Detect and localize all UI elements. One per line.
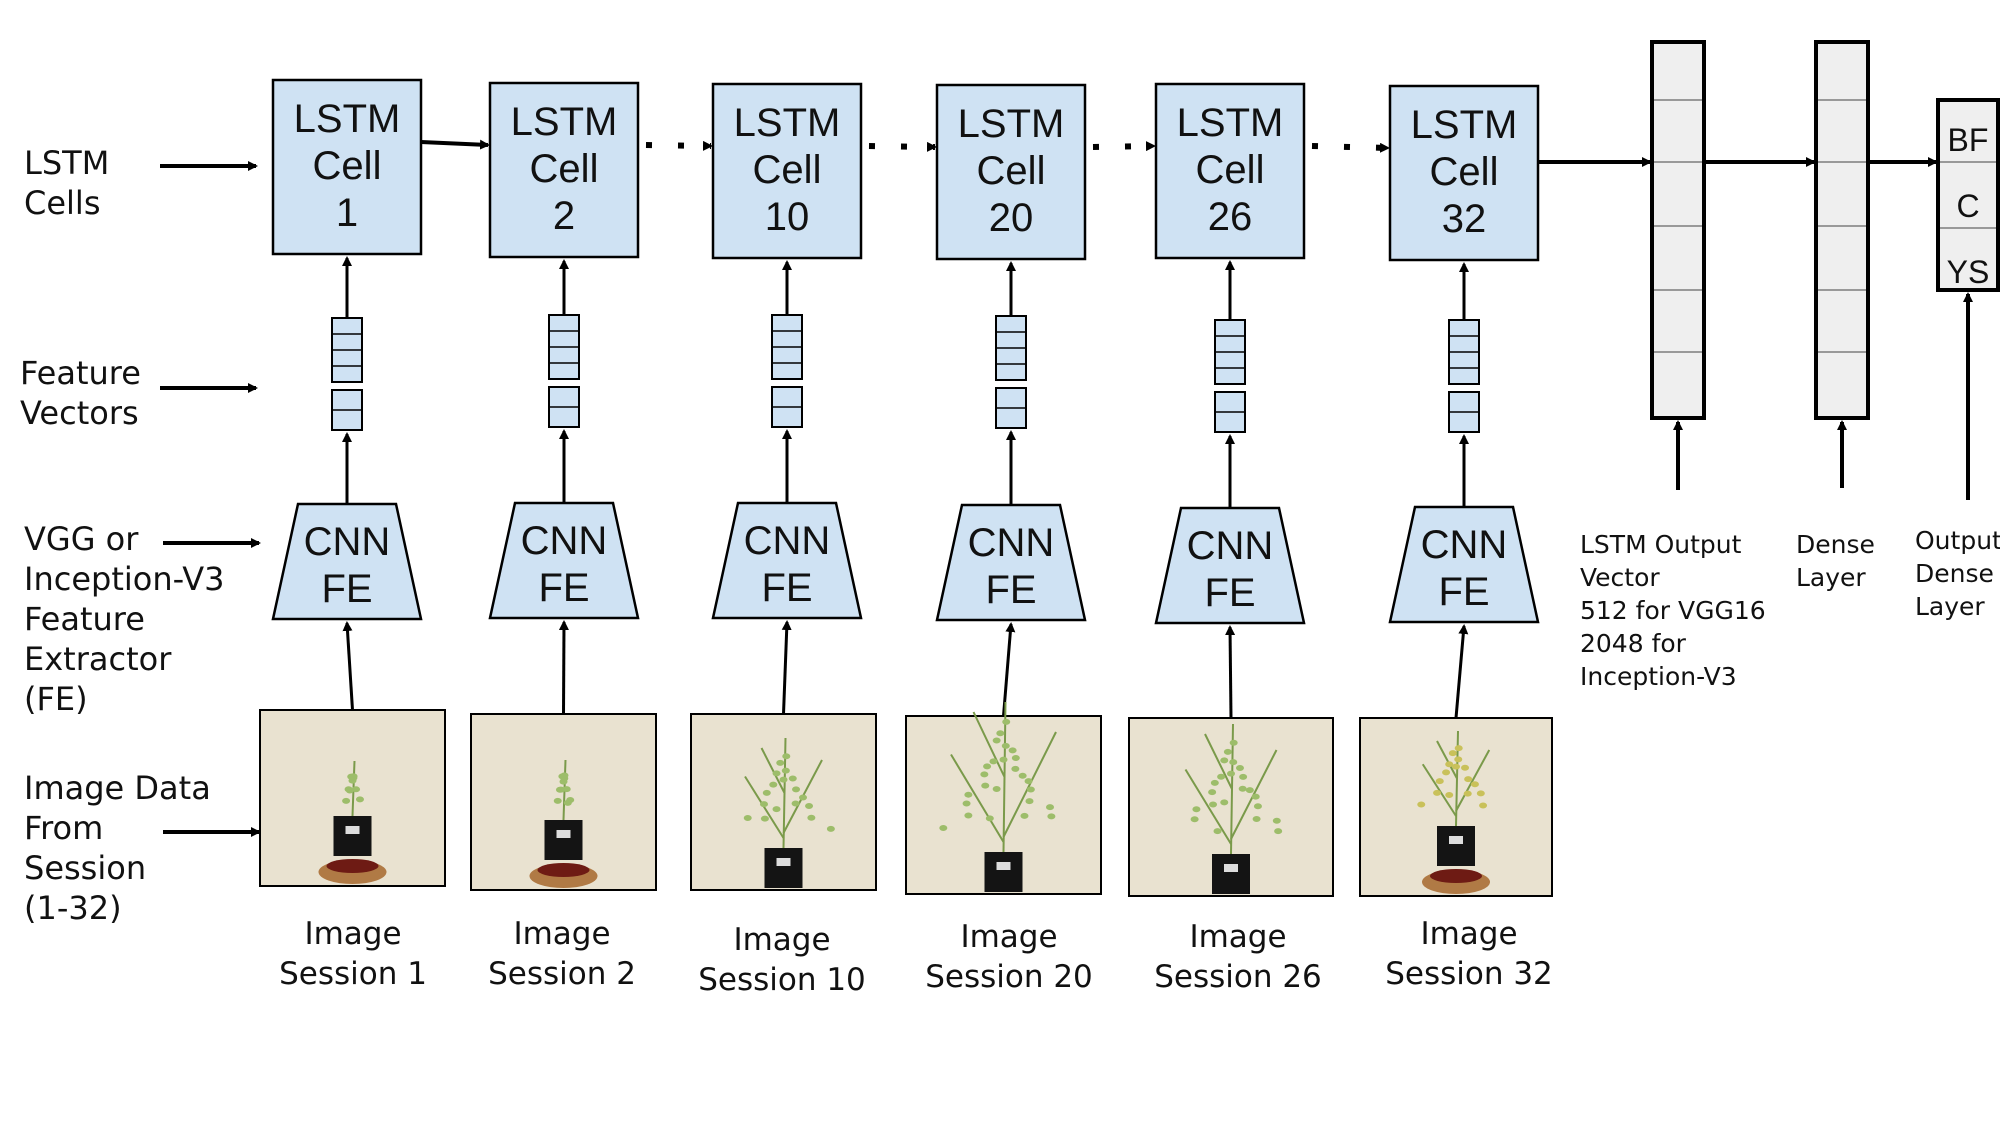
feature-vector — [1214, 319, 1246, 433]
arrow-image-to-cnn — [781, 620, 792, 715]
lstm-cell-label: Cell — [977, 149, 1046, 193]
session-caption: Image Session 20 — [925, 919, 1093, 995]
session-caption: Image Session 1 — [279, 916, 427, 992]
cnn-label: CNN — [968, 521, 1055, 565]
cnn-feature-extractor — [1388, 505, 1540, 624]
row-label-feature-vectors: Feature Vectors — [20, 354, 141, 432]
cnn-label: FE — [1438, 570, 1489, 614]
cnn-label: CNN — [744, 519, 831, 563]
lstm-cell-label: 1 — [336, 191, 358, 235]
lstm-cell-box — [935, 83, 1087, 261]
cnn-feature-extractor — [1154, 506, 1306, 625]
dotted-arrow-cell-to-cell — [868, 141, 937, 152]
lstm-cell-label: LSTM — [1177, 101, 1284, 145]
plant-image — [905, 701, 1102, 895]
lstm-cell-label: 26 — [1208, 195, 1253, 239]
cnn-feature-extractor — [711, 501, 863, 620]
lstm-cell-label: 20 — [989, 196, 1034, 240]
arrow-image-to-cnn — [1225, 625, 1236, 719]
lstm-cell-label: LSTM — [511, 100, 618, 144]
cnn-label: FE — [761, 566, 812, 610]
lstm-cell-label: Cell — [1430, 150, 1499, 194]
output-dense-layer: BF C YS — [1936, 98, 2000, 292]
arrow-image-to-cnn — [1454, 624, 1469, 719]
dotted-arrow-cell-to-cell — [645, 140, 713, 151]
output-class-label: BF — [1948, 122, 1989, 158]
lstm-cell-label: Cell — [530, 147, 599, 191]
lstm-cell-label: LSTM — [734, 101, 841, 145]
lstm-cell-label: 32 — [1442, 197, 1487, 241]
cnn-label: FE — [985, 568, 1036, 612]
lstm-cell-label: Cell — [313, 144, 382, 188]
dotted-arrow-cell-to-cell — [1311, 142, 1390, 153]
row-label-image-data: Image Data From Session (1-32) — [24, 769, 211, 927]
session-caption: Image Session 10 — [698, 922, 866, 998]
output-dense-layer-label: Output Dense Layer — [1915, 526, 2000, 621]
cnn-label: CNN — [1421, 523, 1508, 567]
cnn-feature-extractor — [935, 503, 1087, 622]
lstm-cell-box — [711, 82, 863, 260]
lstm-cell-box — [271, 78, 423, 256]
dense-layer-label: Dense Layer — [1796, 530, 1875, 592]
feature-vector — [331, 317, 363, 431]
session-caption: Image Session 26 — [1154, 919, 1322, 995]
arrow-image-to-cnn — [1002, 622, 1016, 717]
dense-layer-vector — [1814, 40, 1870, 420]
dotted-arrow-cell-to-cell — [1092, 141, 1156, 152]
cnn-feature-extractor — [488, 501, 640, 620]
lstm-cell-label: 10 — [765, 195, 810, 239]
arrow-image-to-cnn — [342, 621, 354, 711]
plant-image — [259, 709, 446, 887]
lstm-cell-box — [1388, 84, 1540, 262]
cnn-label: FE — [1204, 571, 1255, 615]
cnn-label: CNN — [521, 519, 608, 563]
lstm-cell-label: LSTM — [294, 97, 401, 141]
lstm-cell-label: LSTM — [958, 102, 1065, 146]
feature-vector — [995, 315, 1027, 429]
cnn-feature-extractor — [271, 502, 423, 621]
lstm-output-vector — [1650, 40, 1706, 420]
lstm-cell-box — [488, 81, 640, 259]
output-class-label: C — [1956, 188, 1979, 224]
lstm-cell-label: Cell — [753, 148, 822, 192]
session-caption: Image Session 32 — [1385, 916, 1553, 992]
row-label-feature-extractor: VGG or Inception-V3 Feature Extractor (F… — [24, 520, 225, 718]
cnn-label: FE — [538, 566, 589, 610]
plant-image — [1128, 717, 1334, 897]
lstm-cell-label: Cell — [1196, 148, 1265, 192]
plant-image — [690, 713, 877, 891]
output-class-label: YS — [1947, 254, 1990, 290]
plant-image — [1359, 717, 1553, 897]
feature-vector — [548, 314, 580, 428]
session-caption: Image Session 2 — [488, 916, 636, 992]
cnn-label: CNN — [1187, 524, 1274, 568]
arrow-cell-to-cell — [420, 139, 490, 150]
cnn-label: CNN — [304, 520, 391, 564]
cnn-label: FE — [321, 567, 372, 611]
lstm-cell-label: 2 — [553, 194, 575, 238]
row-label-lstm-cells: LSTM Cells — [24, 144, 110, 222]
arrow-image-to-cnn — [558, 620, 569, 715]
lstm-cell-box — [1154, 82, 1306, 260]
lstm-cell-label: LSTM — [1411, 103, 1518, 147]
plant-image — [470, 713, 657, 891]
feature-vector — [1448, 319, 1480, 433]
feature-vector — [771, 314, 803, 428]
lstm-output-vector-label: LSTM Output Vector 512 for VGG16 2048 fo… — [1580, 530, 1766, 691]
